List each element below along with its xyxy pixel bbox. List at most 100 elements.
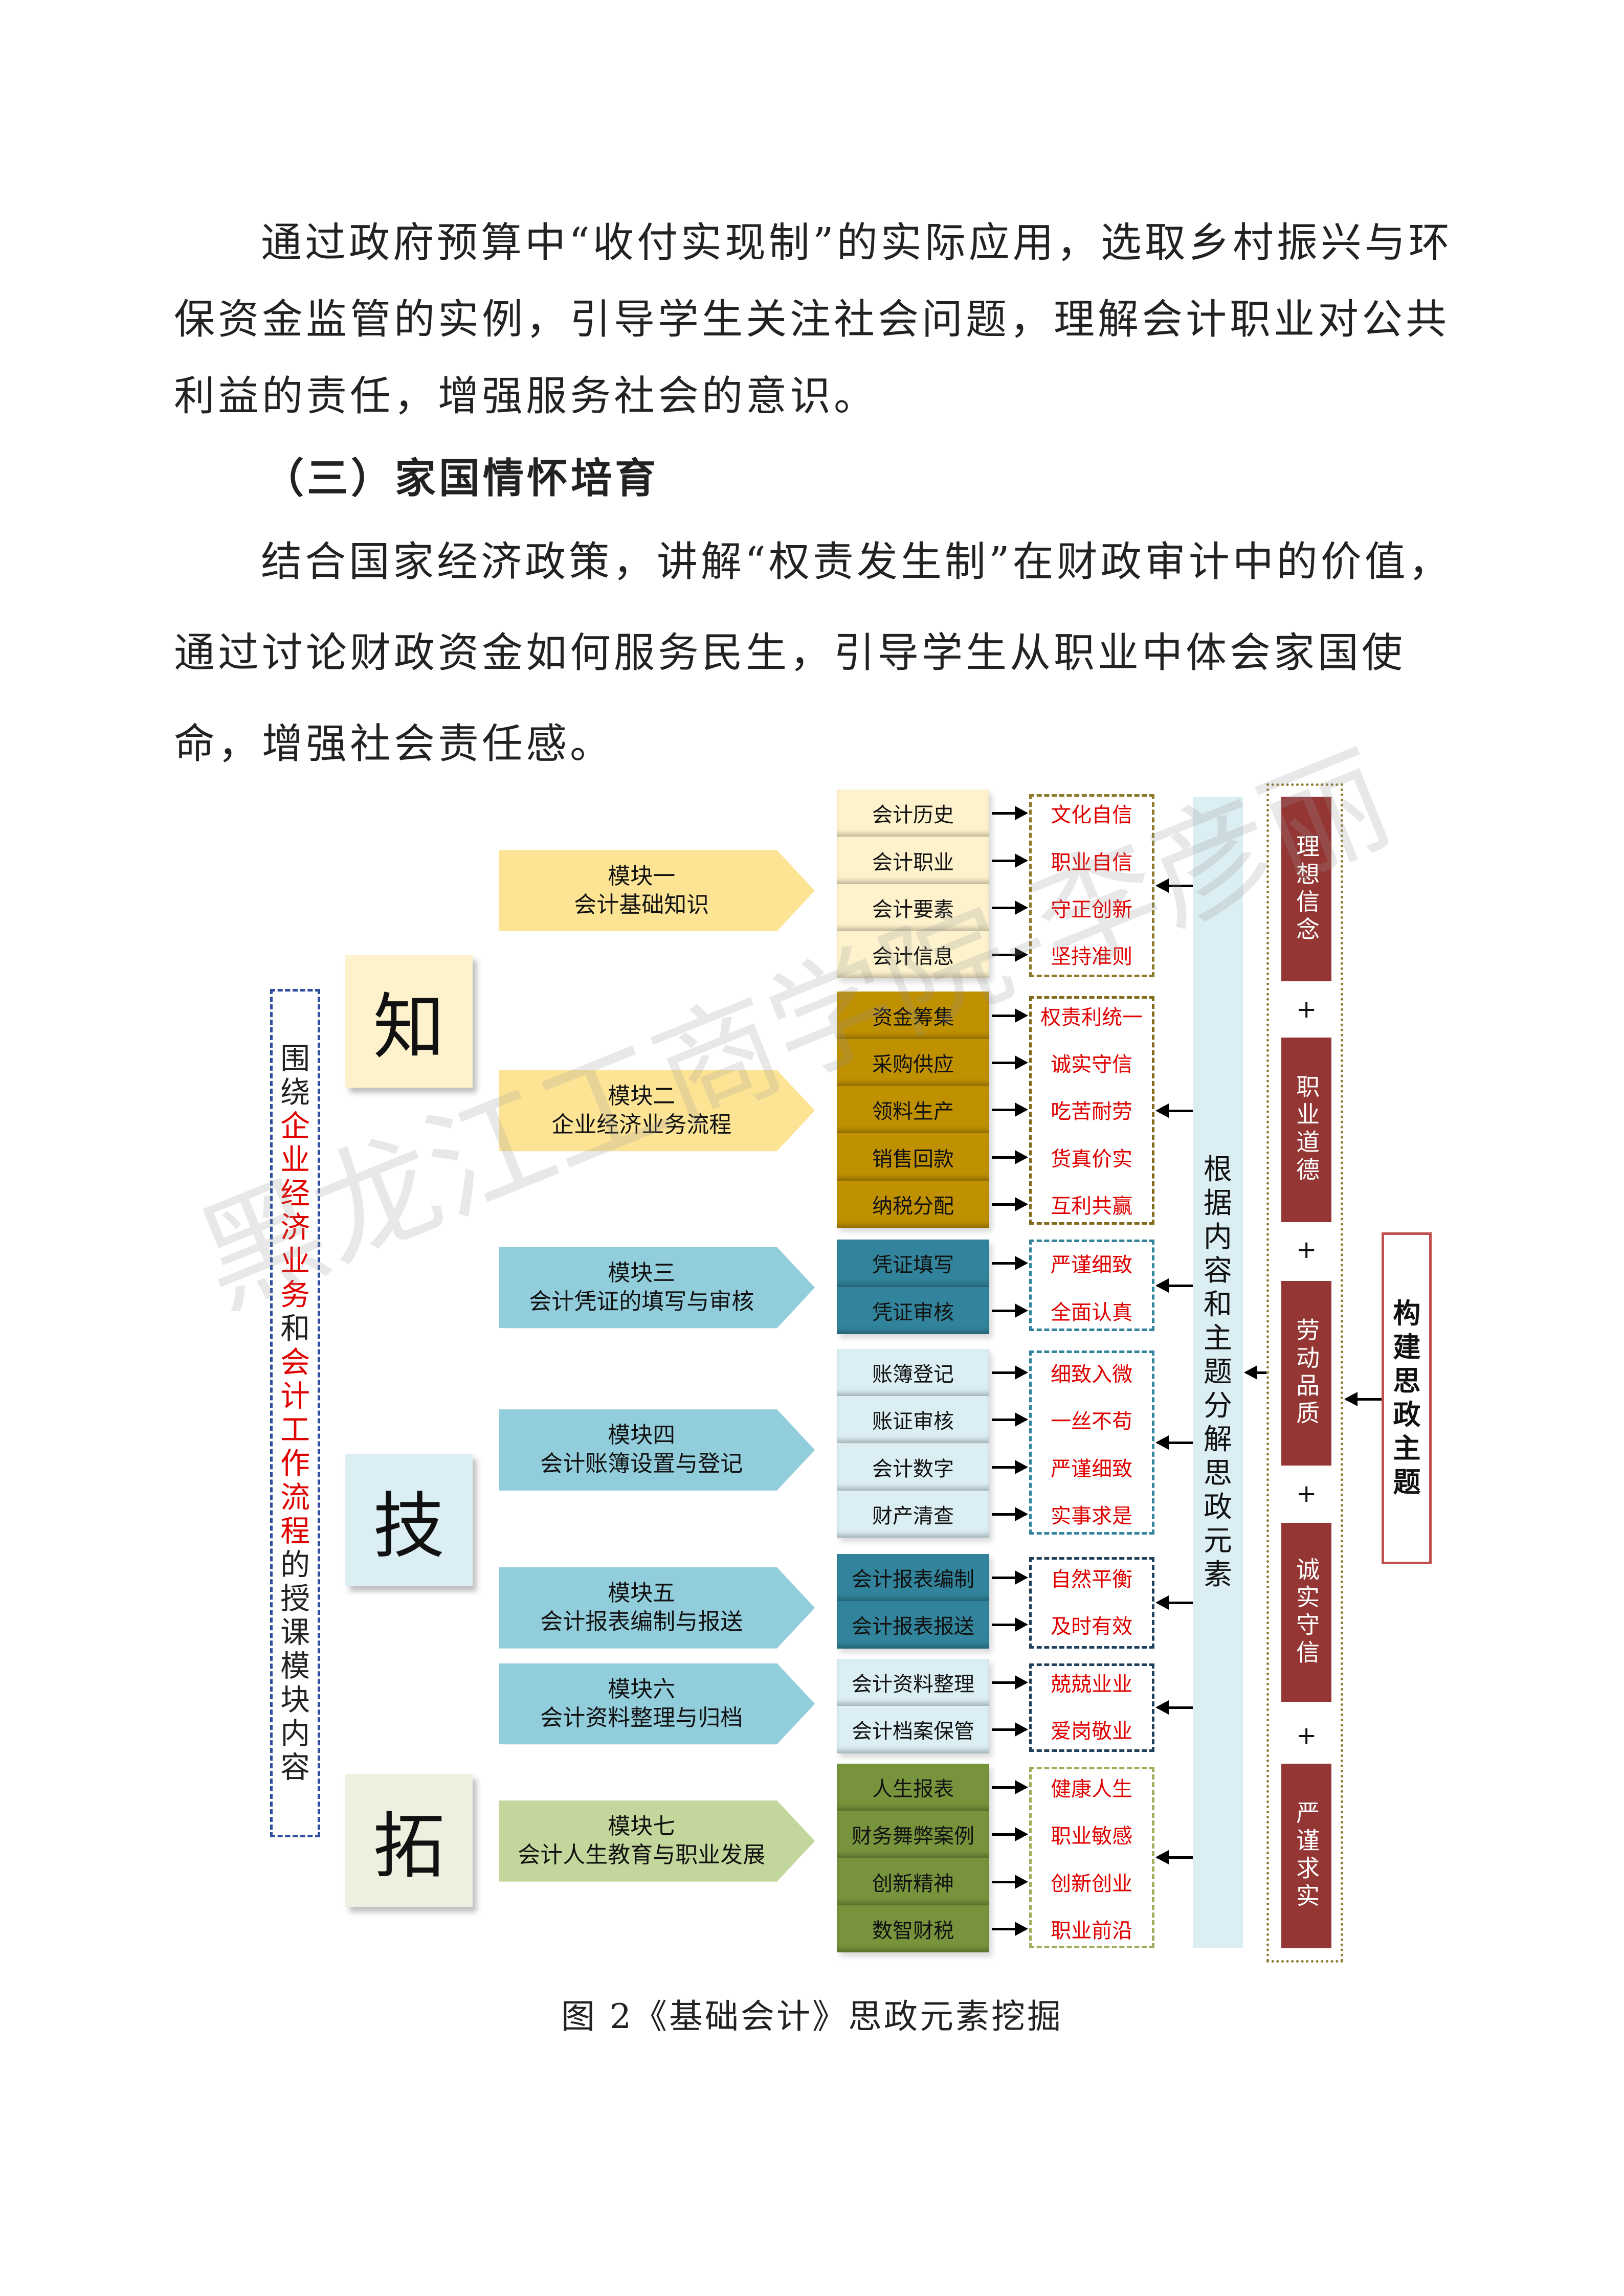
arrow-left-icon (1155, 1435, 1193, 1450)
scope-label: 围绕企业经济业务和会计工作流程的授课模块内容 (270, 988, 321, 1838)
vertical-char: 主 (1203, 1321, 1232, 1355)
vertical-char: 内 (280, 1716, 310, 1751)
value-label: 细致入微 (1051, 1362, 1133, 1386)
theme-3: 劳动品质 (1281, 1281, 1332, 1466)
theme-5: 严谨求实 (1281, 1763, 1332, 1948)
arrow-right-icon (992, 1008, 1029, 1023)
scope-label-part: 企业经济业务 (280, 1109, 310, 1312)
arrow-right-icon (992, 1197, 1029, 1211)
vertical-char: 模 (280, 1649, 310, 1684)
module-name: 会计基础知识 (574, 891, 709, 918)
scope-label-part: 和 (280, 1312, 310, 1345)
value-cell: 一丝不苟 (1029, 1396, 1154, 1443)
theme-4: 诚实守信 (1281, 1523, 1332, 1702)
topic-label: 会计要素 (872, 897, 954, 921)
module-3: 模块三会计凭证的填写与审核 (499, 1247, 815, 1329)
plus-label: + (1296, 995, 1317, 1024)
value-cell: 文化自信 (1029, 790, 1154, 837)
topic-label: 财产清查 (872, 1504, 954, 1528)
value-label: 一丝不苟 (1051, 1410, 1133, 1434)
topic-cell: 会计档案保管 (837, 1706, 989, 1753)
paragraph-1: 通过政府预算中“收付实现制”的实际应用，选取乡村振兴与环保资金监管的实例，引导学… (174, 219, 1453, 420)
module-name: 企业经济业务流程 (551, 1111, 732, 1138)
vertical-char: 务 (280, 1277, 310, 1313)
topic-cell: 人生报表 (837, 1763, 989, 1811)
vertical-char: 根 (1203, 1153, 1232, 1186)
vertical-char: 授 (280, 1581, 310, 1616)
value-label: 严谨细致 (1051, 1457, 1133, 1481)
arrow-right-icon (992, 1780, 1029, 1794)
module-name: 会计凭证的填写与审核 (529, 1289, 754, 1315)
value-label: 坚持准则 (1051, 945, 1133, 969)
value-cell: 权责利统一 (1029, 992, 1154, 1039)
plus-label: + (1296, 1235, 1317, 1265)
vertical-char: 内 (1203, 1220, 1232, 1254)
vertical-char: 块 (280, 1682, 310, 1718)
arrow-left-icon (1155, 878, 1193, 893)
value-group-2 (1029, 996, 1154, 1225)
arrow-right-icon (992, 853, 1029, 868)
module-4: 模块四会计账簿设置与登记 (499, 1409, 815, 1491)
topic-cell: 财产清查 (837, 1490, 989, 1538)
value-label: 文化自信 (1051, 803, 1133, 827)
vertical-char: 围 (280, 1041, 310, 1076)
vertical-char: 政 (1203, 1490, 1232, 1524)
arrow-left-icon (1155, 1850, 1193, 1865)
value-label: 吃苦耐劳 (1051, 1100, 1133, 1124)
topic-cell: 凭证填写 (837, 1240, 989, 1287)
vertical-char: 的 (280, 1547, 310, 1583)
value-group-5 (1029, 1557, 1154, 1649)
value-cell: 职业前沿 (1029, 1905, 1154, 1952)
final-theme-box: 构建思政主题 (1382, 1232, 1432, 1565)
module-1: 模块一会计基础知识 (499, 850, 815, 932)
value-label: 权责利统一 (1040, 1005, 1143, 1029)
plus-sign: + (1281, 989, 1331, 1030)
plus-label: + (1296, 1479, 1317, 1508)
vertical-char: 政 (1393, 1399, 1421, 1431)
topic-cell: 财务舞弊案例 (837, 1811, 989, 1858)
topic-cell: 销售回款 (837, 1133, 989, 1181)
vertical-char: 解 (1203, 1423, 1232, 1456)
arrow-right-icon (992, 1256, 1029, 1271)
arrow-right-icon (992, 1675, 1029, 1690)
module-name: 会计资料整理与归档 (540, 1704, 743, 1731)
figure-caption: 图 2《基础会计》思政元素挖掘 (561, 1997, 1063, 2036)
topic-label: 会计数字 (872, 1457, 954, 1481)
arrow-right-icon (992, 806, 1029, 821)
module-title: 模块六 (608, 1676, 676, 1702)
plus-sign: + (1281, 1473, 1331, 1514)
topic-label: 纳税分配 (872, 1194, 954, 1218)
theme-label: 严谨求实 (1293, 1800, 1321, 1911)
theme-label: 诚实守信 (1293, 1557, 1321, 1668)
topic-cell: 创新精神 (837, 1858, 989, 1905)
topic-cell: 会计报表报送 (837, 1601, 989, 1649)
vertical-char: 流 (280, 1480, 310, 1515)
topic-label: 凭证填写 (872, 1253, 954, 1277)
module-name: 会计账簿设置与登记 (540, 1451, 743, 1477)
vertical-char: 会 (280, 1345, 310, 1380)
stage-3: 拓 (345, 1773, 473, 1907)
topic-cell: 会计信息 (837, 931, 989, 979)
vertical-char: 分 (1203, 1389, 1232, 1423)
value-cell: 兢兢业业 (1029, 1659, 1154, 1706)
vertical-char: 作 (280, 1446, 310, 1481)
arrow-right-icon (992, 1412, 1029, 1427)
arrow-right-icon (992, 1617, 1029, 1632)
section-heading: （三）家国情怀培育 (263, 454, 659, 502)
topic-cell: 会计要素 (837, 884, 989, 932)
module-title: 模块四 (608, 1422, 676, 1449)
value-label: 诚实守信 (1051, 1052, 1133, 1076)
value-label: 职业自信 (1051, 850, 1133, 874)
value-cell: 职业敏感 (1029, 1811, 1154, 1858)
topic-label: 会计档案保管 (851, 1720, 974, 1744)
module-name: 会计人生教育与职业发展 (518, 1842, 766, 1869)
value-cell: 吃苦耐劳 (1029, 1086, 1154, 1133)
arrow-left-icon (1243, 1365, 1267, 1380)
value-label: 实事求是 (1051, 1504, 1133, 1528)
value-group-7 (1029, 1766, 1154, 1948)
arrow-left-icon (1155, 1595, 1193, 1610)
topic-label: 销售回款 (872, 1147, 954, 1171)
module-7: 模块七会计人生教育与职业发展 (499, 1800, 815, 1882)
decompose-bar: 根据内容和主题分解思政元素 (1192, 797, 1243, 1948)
arrow-right-icon (992, 1922, 1029, 1936)
